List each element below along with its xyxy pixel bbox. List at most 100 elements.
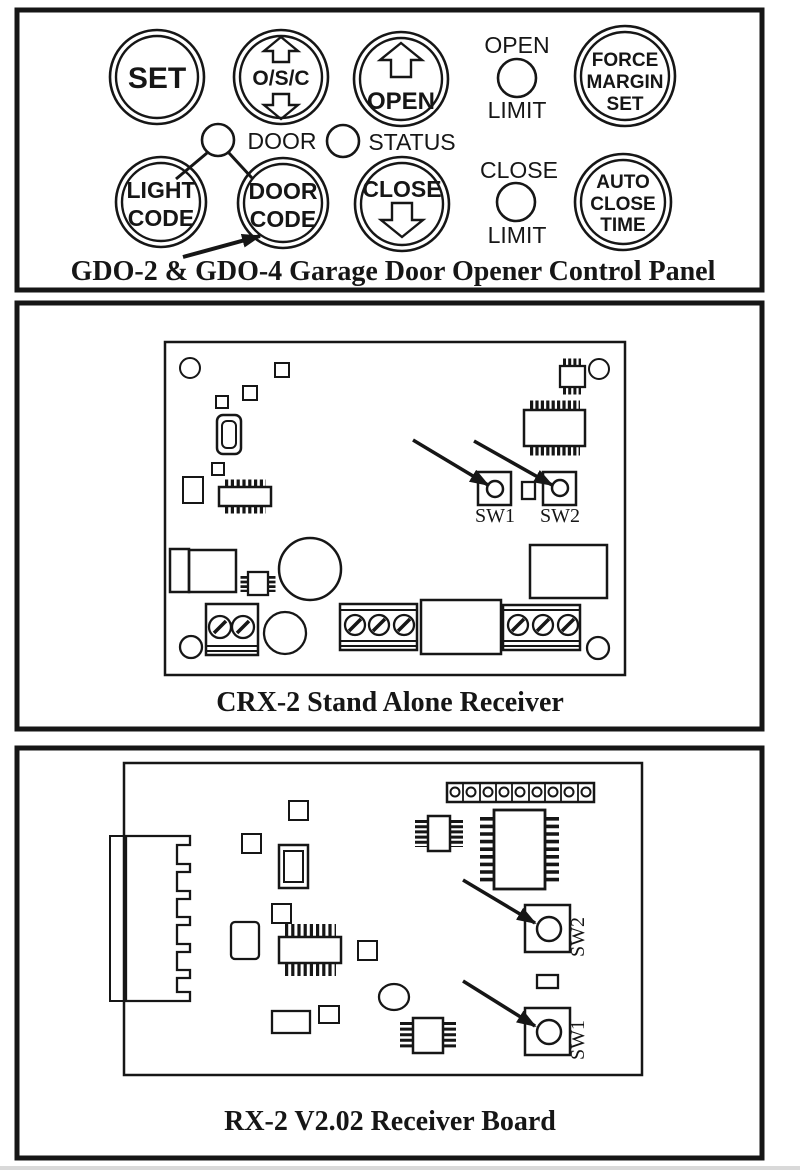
control-panel-figure: SET O/S/C OPEN DOOR [14,7,765,293]
sw1-pointer-arrow [462,979,537,1028]
mounting-hole [585,635,611,661]
set-button: SET [108,28,206,126]
component-pad [377,982,411,1012]
svg-text:DOOR: DOOR [249,178,318,204]
ic-chip [415,814,463,853]
screw [531,613,555,637]
up-arrow-icon [376,41,426,79]
door-led: DOOR [200,122,317,158]
svg-text:CLOSE: CLOSE [590,194,655,215]
force-margin-set-button: FORCE MARGIN SET [573,24,677,128]
screw [556,613,580,637]
svg-text:CLOSE: CLOSE [362,176,441,202]
svg-text:CODE: CODE [250,206,316,232]
mounting-hole [179,357,201,379]
edge-connector [109,834,192,1003]
component-pad [182,476,204,504]
component-pad [241,833,262,854]
svg-text:CODE: CODE [128,205,194,231]
svg-text:MARGIN: MARGIN [586,72,663,93]
screw [506,613,530,637]
open-limit-led: OPEN LIMIT [484,32,549,123]
led-connector-line [175,151,208,181]
terminal-block-3 [338,602,419,652]
open-button: OPEN [352,30,450,128]
down-arrow-icon [260,92,302,121]
svg-text:SW2: SW2 [540,505,580,527]
svg-text:TIME: TIME [600,215,645,236]
component-pad [215,395,229,409]
door-code-button: DOOR CODE [236,156,330,250]
up-arrow-icon [260,35,302,64]
sw2-pointer-arrow [473,439,554,487]
terminal-block-3 [501,603,582,652]
svg-text:SET: SET [128,62,186,95]
ic-chip [558,358,587,395]
capacitor [277,536,343,602]
sw2-button: SW2 [540,470,580,527]
component-pad [271,903,292,924]
relay [419,598,503,656]
svg-text:SW2: SW2 [567,917,589,957]
panel2-frame [14,300,765,732]
svg-text:AUTO: AUTO [596,172,649,193]
svg-text:CLOSE: CLOSE [480,157,558,183]
component-pad [318,1005,340,1024]
svg-text:OPEN: OPEN [484,32,549,58]
scan-edge [0,1166,800,1170]
panel1-caption: GDO-2 & GDO-4 Garage Door Opener Control… [71,256,716,287]
ic-chip [217,479,273,514]
status-led: STATUS [325,123,456,159]
screw [343,613,367,637]
component-pad [535,973,560,990]
terminal-block-2 [204,602,260,657]
component-pad [242,385,258,401]
component-pad [357,940,378,961]
osc-button: O/S/C [232,28,330,126]
mounting-hole [588,358,610,380]
down-arrow-icon [377,201,427,239]
ic-chip [400,1016,456,1055]
ic-chip [480,808,559,891]
rx2-board-outline [122,761,644,1077]
component-pad [520,480,537,501]
close-button: CLOSE [353,155,451,253]
ic-chip [240,570,276,597]
crx2-figure: SW1 SW2 [14,300,765,732]
svg-text:O/S/C: O/S/C [252,67,309,90]
light-code-button: LIGHT CODE [114,155,208,249]
component-pad [229,920,261,961]
svg-text:LIMIT: LIMIT [488,222,547,248]
screw [230,614,256,640]
svg-text:STATUS: STATUS [368,129,455,155]
svg-text:OPEN: OPEN [367,88,435,115]
pin-header [445,781,596,804]
svg-text:DOOR: DOOR [248,128,317,154]
ic-chip [522,400,587,456]
door-code-pointer-arrow [182,233,262,259]
panel3-frame [14,745,765,1161]
sw1-button: SW1 [475,470,515,527]
panel1-frame [14,7,765,293]
svg-text:SET: SET [607,94,644,115]
svg-text:SW1: SW1 [475,505,515,527]
capacitor [262,610,308,656]
sw2-pointer-arrow [462,878,537,925]
screw [392,613,416,637]
crystal [277,843,310,890]
component-pad [288,800,309,821]
component-pad [274,362,290,378]
component-pad [270,1009,312,1035]
svg-text:LIMIT: LIMIT [488,97,547,123]
screw [367,613,391,637]
mounting-hole [178,634,204,660]
close-limit-led: CLOSE LIMIT [480,157,558,248]
component-pad [211,462,225,476]
svg-text:LIGHT: LIGHT [127,177,196,203]
auto-close-time-button: AUTO CLOSE TIME [573,152,673,252]
power-jack [168,547,238,594]
rx2-figure: SW2 SW1 RX-2 V2.02 Receiver Board [14,745,765,1161]
svg-text:FORCE: FORCE [592,50,659,71]
